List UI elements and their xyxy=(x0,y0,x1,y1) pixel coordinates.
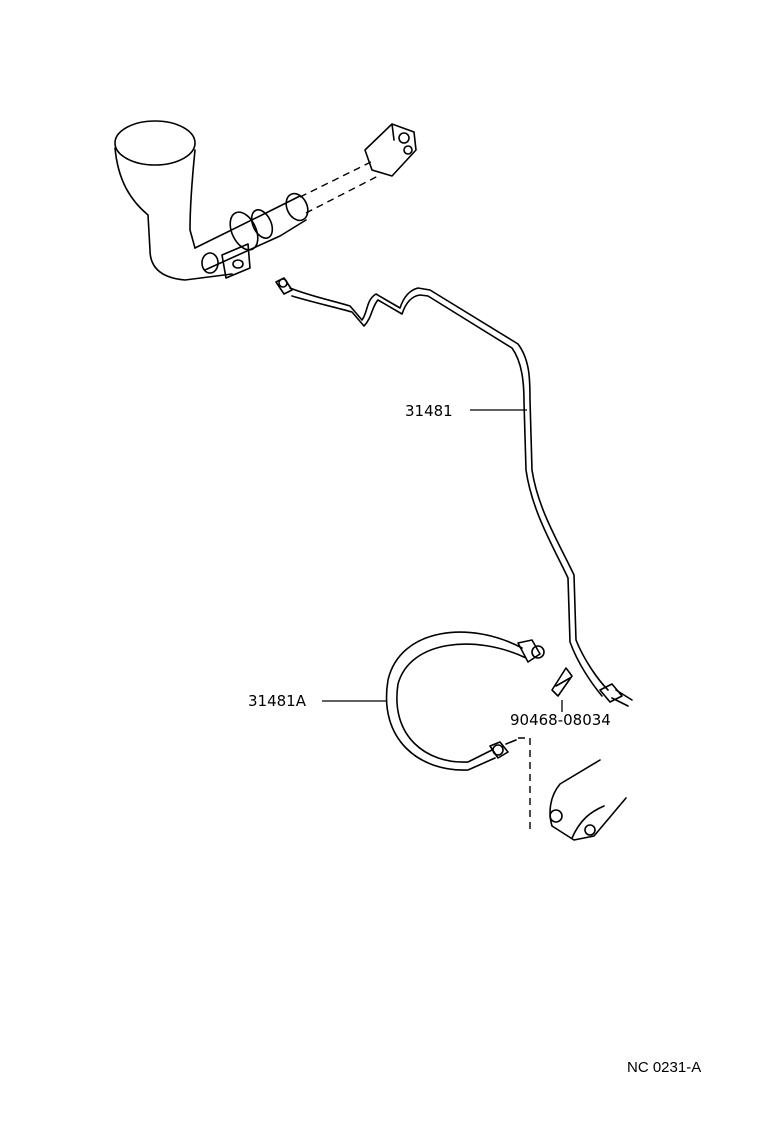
clutch-tube xyxy=(275,277,633,707)
hose-clip xyxy=(551,667,573,697)
release-cylinder xyxy=(518,737,627,841)
part-label-hose: 31481A xyxy=(248,692,307,710)
part-label-tube: 31481 xyxy=(405,402,453,420)
flexible-hose xyxy=(385,631,545,771)
figure-code: NC 0231-A xyxy=(627,1059,701,1076)
master-cylinder xyxy=(114,120,417,281)
part-label-clip: 90468-08034 xyxy=(510,711,611,729)
